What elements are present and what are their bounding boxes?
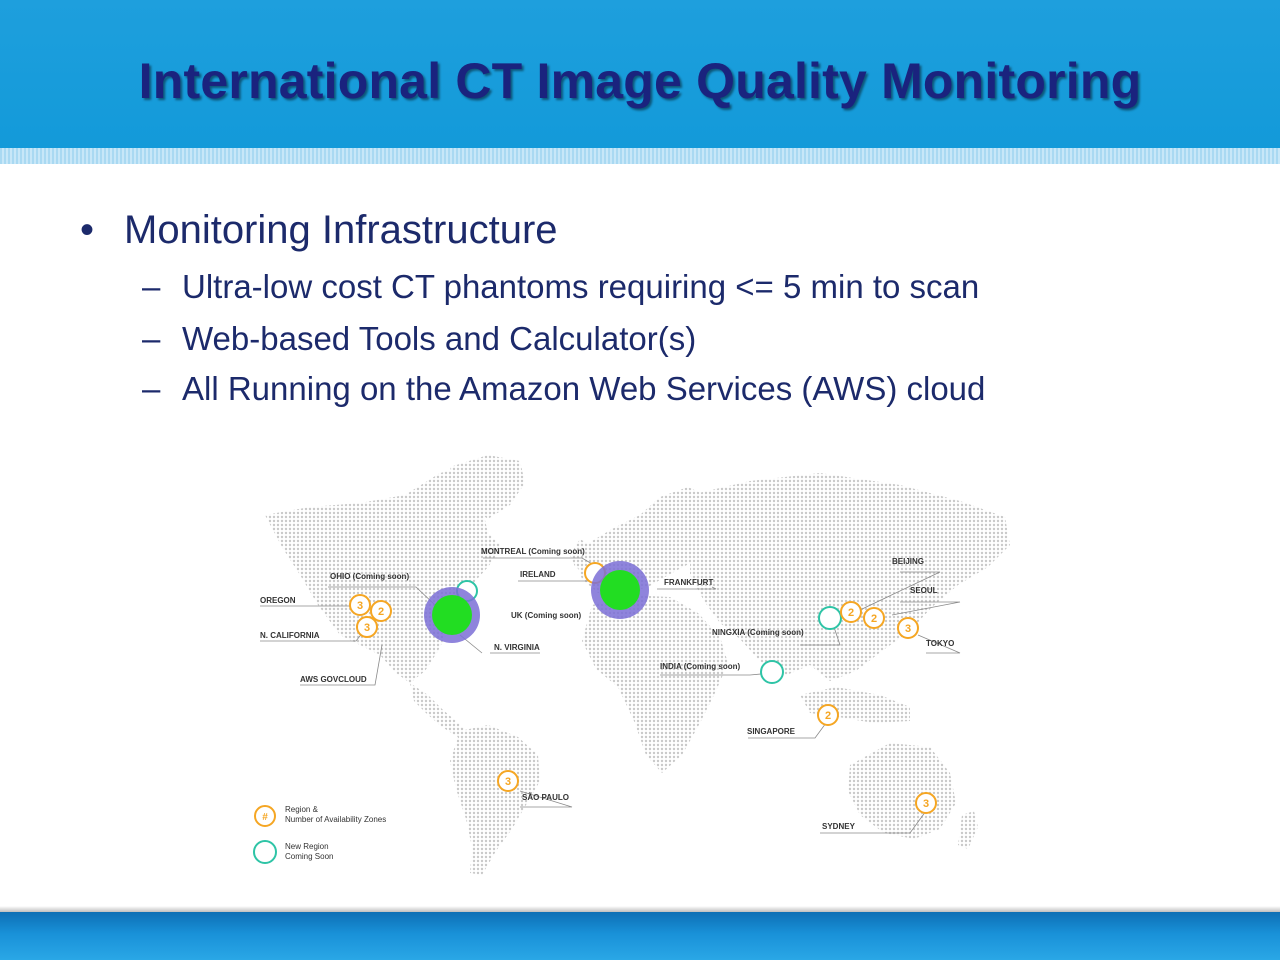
header-band [0, 0, 1280, 148]
legend-new-line1: New Region [285, 842, 329, 851]
zone-count: 3 [905, 623, 911, 635]
footer-shadow [0, 906, 1280, 912]
greenland-shape [450, 455, 525, 519]
label-frankfurt: FRANKFURT [664, 578, 713, 587]
region-labels: MONTREAL (Coming soon) OHIO (Coming soon… [260, 547, 954, 831]
zone-count: 3 [505, 776, 511, 788]
region-marker-seoul: 2 [863, 607, 885, 629]
zone-count: 2 [848, 607, 854, 619]
label-india: INDIA (Coming soon) [660, 662, 740, 671]
region-marker-ohio: 2 [370, 600, 392, 622]
sub-bullet-text: Web-based Tools and Calculator(s) [182, 320, 697, 357]
zone-count: 2 [871, 613, 877, 625]
label-aws-govcloud: AWS GOVCLOUD [300, 675, 367, 684]
region-marker-ningxia [818, 606, 842, 630]
label-singapore: SINGAPORE [747, 727, 796, 736]
japan-shape [904, 579, 932, 621]
africa-shape [582, 595, 728, 773]
region-marker-tokyo: 3 [897, 617, 919, 639]
label-tokyo: TOKYO [926, 639, 954, 648]
region-marker-oregon: 3 [349, 594, 371, 616]
region-marker-frankfurt [591, 561, 649, 619]
slide-title: International CT Image Quality Monitorin… [138, 53, 1142, 109]
zone-count: 3 [923, 798, 929, 810]
zone-count: 2 [825, 710, 831, 722]
header-stripe [0, 148, 1280, 164]
footer-band [0, 912, 1280, 960]
label-beijing: BEIJING [892, 557, 924, 566]
legend-region-symbol: # [262, 812, 268, 823]
map-legend: # Region & Number of Availability Zones … [253, 805, 386, 864]
legend-new-line2: Coming Soon [285, 852, 333, 861]
region-marker-n-virginia [424, 587, 480, 643]
central-america-shape [410, 683, 466, 737]
sub-bullet-marker: – [142, 320, 161, 357]
aws-region-map: 3 2 3 2 [253, 455, 1010, 875]
label-ohio: OHIO (Coming soon) [330, 572, 409, 581]
label-sao-paulo: SÃO PAULO [522, 793, 569, 802]
zone-count: 3 [364, 622, 370, 634]
label-seoul: SEOUL [910, 586, 938, 595]
asia-shape [690, 473, 1010, 681]
legend-region-line1: Region & [285, 805, 319, 814]
region-marker-beijing: 2 [840, 601, 862, 623]
sub-bullet-marker: – [142, 268, 161, 305]
australia-shape [848, 743, 956, 839]
bullet-marker: • [80, 208, 95, 252]
legend-region-icon [254, 805, 276, 827]
label-n-virginia: N. VIRGINIA [494, 643, 540, 652]
label-n-california: N. CALIFORNIA [260, 631, 320, 640]
region-markers: 3 2 3 2 [349, 561, 937, 814]
new-zealand-shape [958, 811, 978, 849]
region-marker-n-california: 3 [356, 616, 378, 638]
sub-bullet-text: Ultra-low cost CT phantoms requiring <= … [182, 268, 980, 305]
zone-count: 3 [357, 600, 363, 612]
sub-bullet-marker: – [142, 370, 161, 407]
label-sydney: SYDNEY [822, 822, 856, 831]
southeast-asia-islands-shape [800, 687, 910, 723]
british-isles-shape [570, 539, 590, 569]
legend-region-line2: Number of Availability Zones [285, 815, 386, 824]
region-marker-sao-paulo: 3 [497, 770, 519, 792]
label-montreal: MONTREAL (Coming soon) [481, 547, 585, 556]
south-america-shape [450, 725, 540, 875]
region-marker-singapore: 2 [817, 704, 839, 726]
label-ningxia: NINGXIA (Coming soon) [712, 628, 804, 637]
zone-count: 2 [378, 606, 384, 618]
label-ireland: IRELAND [520, 570, 556, 579]
region-marker-sydney: 3 [915, 792, 937, 814]
main-bullet-text: Monitoring Infrastructure [124, 208, 558, 252]
world-landmass [265, 455, 1010, 875]
legend-coming-soon-icon [253, 840, 277, 864]
region-marker-india [760, 660, 784, 684]
label-uk: UK (Coming soon) [511, 611, 582, 620]
sub-bullet-text: All Running on the Amazon Web Services (… [182, 370, 986, 407]
label-oregon: OREGON [260, 596, 296, 605]
